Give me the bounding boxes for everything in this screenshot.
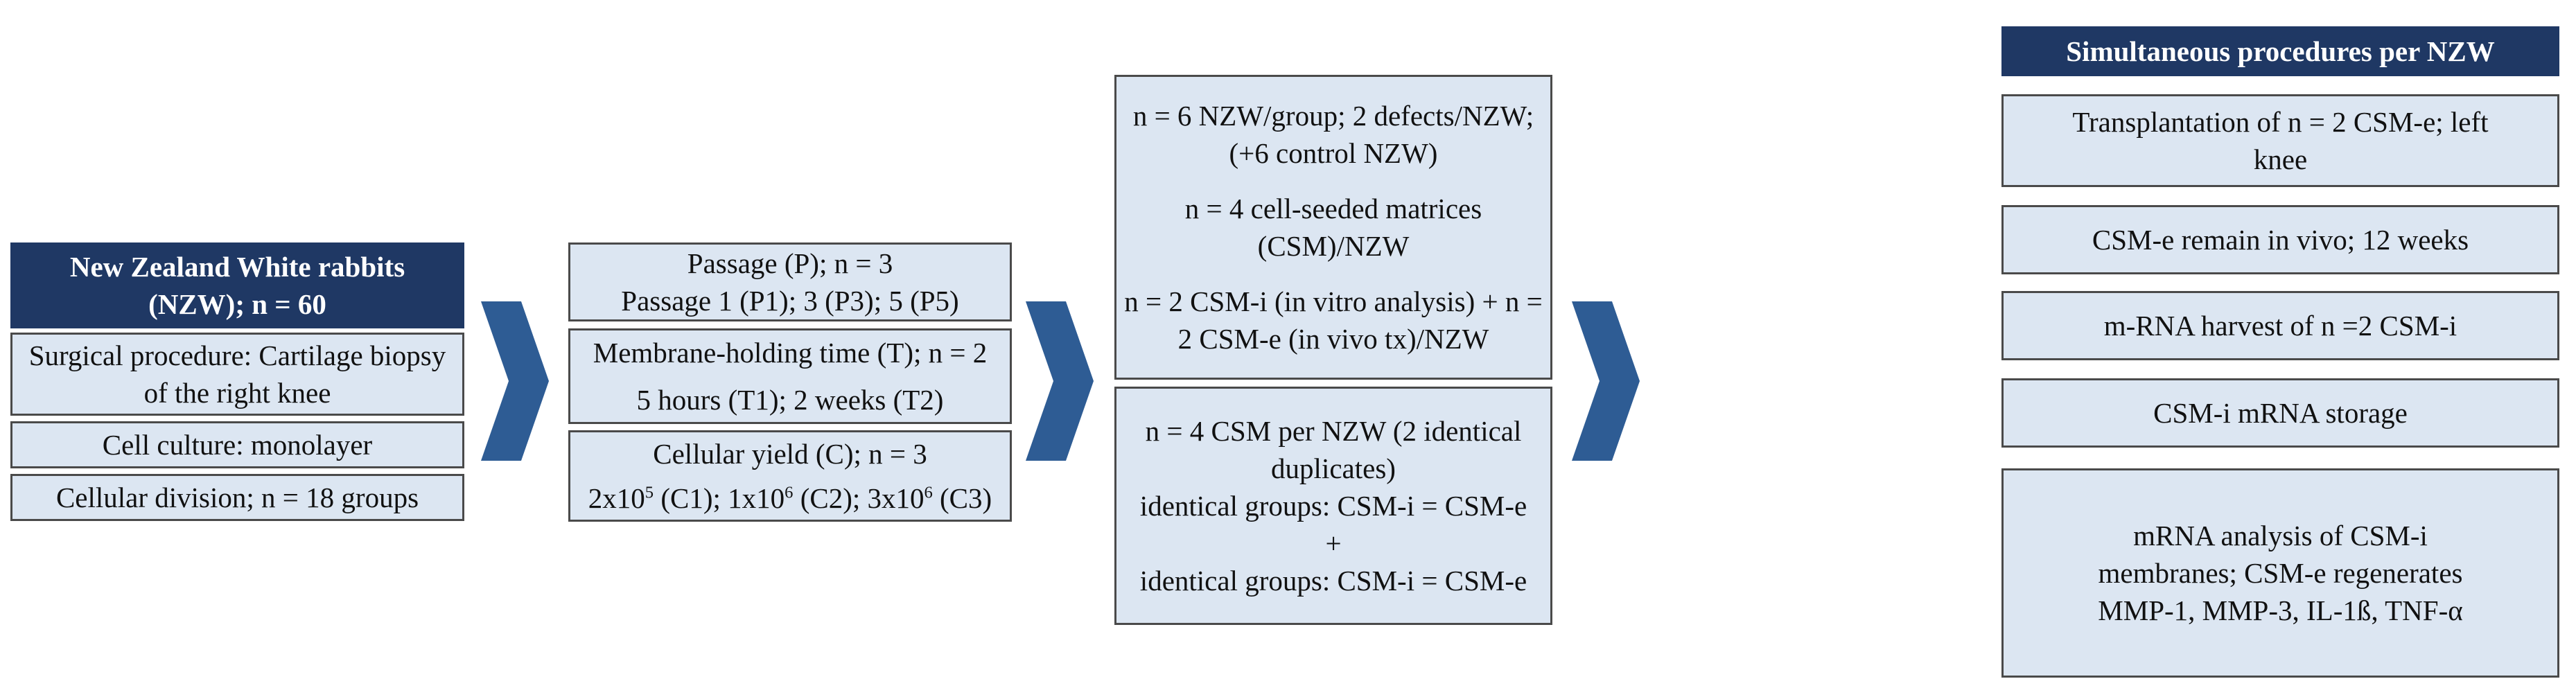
csm-duplicates-plus: + xyxy=(1325,527,1342,560)
yield-value-c3: 3x10 xyxy=(867,482,925,514)
flow-arrow-1 xyxy=(481,301,549,461)
surgical-procedure-line-2: of the right knee xyxy=(143,377,331,409)
transplantation-line-2: knee xyxy=(2253,143,2308,175)
group-design-line-3: n = 4 cell-seeded matrices xyxy=(1184,192,1482,224)
mrna-analysis-line-1: mRNA analysis of CSM-i xyxy=(2133,519,2428,552)
cellular-yield-values: 2x105 (C1); 1x106 (C2); 3x106 (C3) xyxy=(588,479,992,517)
csm-e-in-vivo-box: CSM-e remain in vivo; 12 weeks xyxy=(2001,205,2559,274)
mrna-harvest-box: m-RNA harvest of n =2 CSM-i xyxy=(2001,291,2559,360)
nzw-rabbits-header-line-1: New Zealand White rabbits xyxy=(69,250,405,283)
csm-e-in-vivo-label: CSM-e remain in vivo; 12 weeks xyxy=(2092,223,2469,256)
mrna-harvest-label: m-RNA harvest of n =2 CSM-i xyxy=(2103,309,2457,342)
passage-values: Passage 1 (P1); 3 (P3); 5 (P5) xyxy=(621,285,959,317)
csm-duplicates-line-2: duplicates) xyxy=(1271,452,1396,484)
group-design-line-5: n = 2 CSM-i (in vitro analysis) + n = xyxy=(1124,285,1543,318)
yield-exponent-c3: 6 xyxy=(924,483,933,502)
yield-value-c1: 2x10 xyxy=(588,482,645,514)
group-design-line-6: 2 CSM-e (in vivo tx)/NZW xyxy=(1177,323,1489,355)
group-design-box: n = 6 NZW/group; 2 defects/NZW; (+6 cont… xyxy=(1114,75,1552,380)
csm-duplicates-line-3: identical groups: CSM-i = CSM-e xyxy=(1139,489,1527,522)
group-design-line-1: n = 6 NZW/group; 2 defects/NZW; xyxy=(1132,99,1534,132)
group-design-line-2: (+6 control NZW) xyxy=(1229,136,1438,169)
passage-box: Passage (P); n = 3 Passage 1 (P1); 3 (P3… xyxy=(568,242,1012,321)
cellular-yield-title: Cellular yield (C); n = 3 xyxy=(653,437,927,470)
simultaneous-procedures-title: Simultaneous procedures per NZW xyxy=(2066,35,2495,67)
flow-arrow-3 xyxy=(1572,301,1640,461)
transplantation-box: Transplantation of n = 2 CSM-e; left kne… xyxy=(2001,94,2559,187)
yield-exponent-c1: 5 xyxy=(645,483,654,502)
csm-duplicates-box: n = 4 CSM per NZW (2 identical duplicate… xyxy=(1114,387,1552,625)
cellular-division-label: Cellular division; n = 18 groups xyxy=(55,481,419,513)
yield-label-c3: (C3) xyxy=(932,482,992,514)
transplantation-line-1: Transplantation of n = 2 CSM-e; left xyxy=(2072,105,2489,138)
mrna-analysis-line-2: membranes; CSM-e regenerates xyxy=(2098,556,2463,589)
passage-title: Passage (P); n = 3 xyxy=(687,247,893,279)
surgical-procedure-box: Surgical procedure: Cartilage biopsy of … xyxy=(10,333,464,416)
cellular-division-box: Cellular division; n = 18 groups xyxy=(10,474,464,521)
mrna-analysis-line-3: MMP-1, MMP-3, IL-1ß, TNF-α xyxy=(2098,594,2463,627)
cellular-yield-box: Cellular yield (C); n = 3 2x105 (C1); 1x… xyxy=(568,430,1012,522)
surgical-procedure-line-1: Surgical procedure: Cartilage biopsy xyxy=(28,339,446,371)
nzw-rabbits-header-line-2: (NZW); n = 60 xyxy=(148,288,326,320)
membrane-holding-title: Membrane-holding time (T); n = 2 xyxy=(593,336,988,369)
csm-duplicates-line-1: n = 4 CSM per NZW (2 identical xyxy=(1145,414,1522,447)
mrna-storage-box: CSM-i mRNA storage xyxy=(2001,378,2559,448)
yield-label-c1: (C1); xyxy=(654,482,728,514)
mrna-analysis-box: mRNA analysis of CSM-i membranes; CSM-e … xyxy=(2001,468,2559,678)
yield-exponent-c2: 6 xyxy=(785,483,794,502)
group-design-line-4: (CSM)/NZW xyxy=(1257,230,1410,262)
cell-culture-label: Cell culture: monolayer xyxy=(102,428,373,461)
flow-arrow-2 xyxy=(1026,301,1094,461)
mrna-storage-label: CSM-i mRNA storage xyxy=(2153,396,2408,429)
csm-duplicates-line-5: identical groups: CSM-i = CSM-e xyxy=(1139,565,1527,597)
nzw-rabbits-header: New Zealand White rabbits (NZW); n = 60 xyxy=(10,242,464,328)
yield-label-c2: (C2); xyxy=(793,482,868,514)
membrane-holding-box: Membrane-holding time (T); n = 2 5 hours… xyxy=(568,328,1012,424)
cell-culture-box: Cell culture: monolayer xyxy=(10,421,464,468)
simultaneous-procedures-header: Simultaneous procedures per NZW xyxy=(2001,26,2559,76)
membrane-holding-values: 5 hours (T1); 2 weeks (T2) xyxy=(636,384,944,416)
yield-value-c2: 1x10 xyxy=(728,482,785,514)
